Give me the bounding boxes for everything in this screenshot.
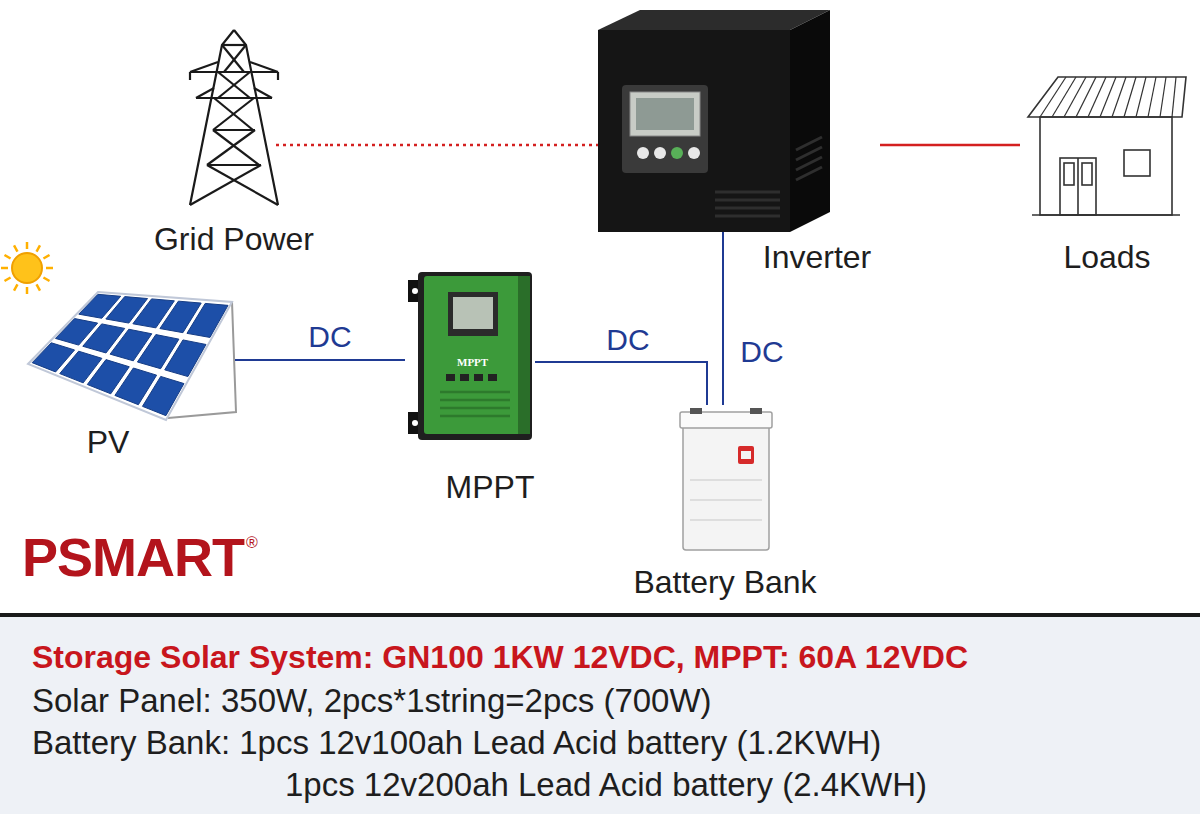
spec-line: Solar Panel: 350W, 2pcs*1string=2pcs (70… bbox=[32, 683, 712, 719]
sun-ray bbox=[4, 278, 10, 282]
sun-ray bbox=[4, 255, 10, 259]
tower-symbol bbox=[190, 30, 278, 205]
sun-symbol bbox=[1, 242, 53, 294]
sun-ray bbox=[26, 287, 29, 294]
grid-wire bbox=[276, 144, 330, 147]
sun-ray bbox=[43, 255, 49, 259]
panel-frame bbox=[28, 292, 232, 420]
connector-line bbox=[330, 144, 598, 147]
connector bbox=[535, 362, 707, 405]
sun-ray bbox=[1, 267, 8, 270]
edge-label: DC bbox=[604, 325, 651, 355]
info-band bbox=[0, 617, 1200, 814]
solar-cell bbox=[142, 376, 183, 415]
spec-line: Battery Bank: 1pcs 12v100ah Lead Acid ba… bbox=[32, 725, 881, 761]
battery-symbol bbox=[680, 408, 772, 550]
registered-mark: ® bbox=[246, 534, 258, 552]
node-label: Grid Power bbox=[154, 223, 314, 257]
connector-line bbox=[235, 359, 405, 361]
sun-ray bbox=[43, 278, 49, 282]
solar-panel bbox=[28, 292, 232, 420]
pv-node: PV bbox=[5, 235, 235, 460]
node-label: Battery Bank bbox=[633, 566, 816, 600]
battery-node: Battery Bank bbox=[615, 405, 835, 600]
sun-ray bbox=[14, 245, 18, 251]
edge-label: DC bbox=[306, 322, 353, 352]
mppt-node: MPPT bbox=[405, 268, 535, 505]
device-text: MPPT bbox=[457, 356, 488, 368]
sun-ray bbox=[26, 242, 29, 249]
sun-ray bbox=[14, 284, 18, 290]
solar-cell bbox=[165, 340, 206, 377]
inverter-node: Inverter bbox=[598, 5, 880, 275]
node-label: PV bbox=[87, 426, 130, 460]
house-symbol bbox=[1028, 77, 1186, 215]
connector bbox=[330, 145, 598, 146]
brand-logo: PSMART bbox=[22, 528, 244, 587]
system-title: Storage Solar System: GN100 1KW 12VDC, M… bbox=[32, 640, 968, 675]
sun-ray bbox=[37, 284, 41, 290]
dc-wire bbox=[722, 232, 724, 275]
sun-ray bbox=[46, 267, 53, 270]
mppt-controller bbox=[408, 272, 532, 440]
connector bbox=[880, 145, 1020, 146]
spec-line: 1pcs 12v200ah Lead Acid battery (2.4KWH) bbox=[285, 767, 927, 803]
node-label: Inverter bbox=[763, 241, 871, 275]
connector bbox=[235, 360, 405, 361]
solar-cell bbox=[187, 303, 228, 337]
sun-ray bbox=[37, 245, 41, 251]
separator-line bbox=[0, 613, 1200, 617]
node-label: Loads bbox=[1063, 241, 1150, 275]
connector-line bbox=[880, 144, 1020, 147]
connector-line bbox=[722, 275, 724, 405]
node-label: MPPT bbox=[446, 471, 535, 505]
connector-line bbox=[535, 362, 707, 405]
connector bbox=[723, 275, 724, 405]
loads-node: Loads bbox=[1020, 70, 1190, 275]
edge-label: DC bbox=[738, 337, 785, 367]
inverter-cabinet bbox=[598, 10, 830, 232]
grid-node: Grid Power bbox=[140, 35, 330, 257]
